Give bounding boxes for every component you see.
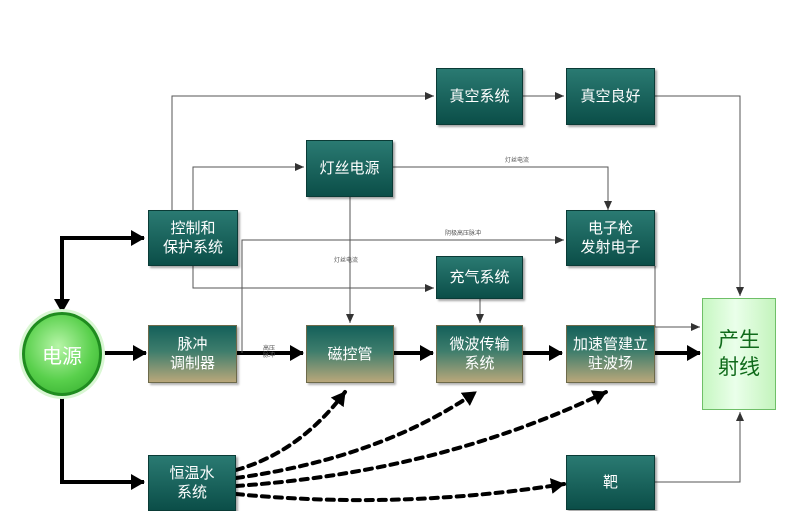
filament-power-node: 灯丝电源 [306,140,393,197]
pulse-modulator-node: 脉冲 调制器 [148,325,237,383]
microwave-transmission-node: 微波传输 系统 [436,325,523,383]
power-arrows [54,230,701,490]
filament-current-label-top: 灯丝电流 [505,157,530,164]
cathode-pulse-label: 阴极高压脉冲 [445,230,482,237]
vacuum-good-node: 真空良好 [566,68,655,125]
generate-rays-node: 产生 射线 [702,298,776,410]
gas-fill-node: 充气系统 [436,256,523,299]
magnetron-node: 磁控管 [306,325,394,383]
cooling-dashed-lines [234,390,608,503]
accelerator-standing-wave-node: 加速管建立 驻波场 [566,325,655,383]
electron-gun-node: 电子枪 发射电子 [566,210,655,266]
filament-current-label-vertical: 灯丝电流 [334,257,359,264]
target-node: 靶 [566,455,655,510]
thin-connectors [171,92,744,483]
vacuum-system-node: 真空系统 [436,68,523,125]
power-source-node: 电源 [22,312,102,396]
thermostat-water-node: 恒温水 系统 [148,455,236,511]
control-protection-node: 控制和 保护系统 [148,210,238,266]
hv-pulse-label: 高压 脉冲 [263,345,276,359]
